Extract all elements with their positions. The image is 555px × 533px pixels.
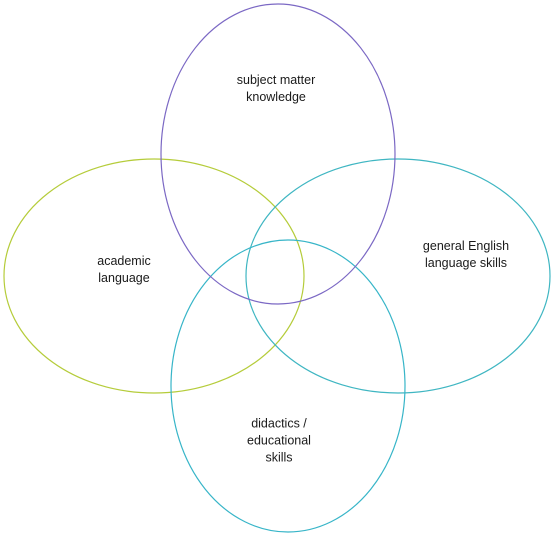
academic-language-label: academic language: [97, 253, 151, 287]
subject-matter-ellipse: [160, 3, 396, 305]
label-line: general English: [422, 239, 510, 253]
label-line: language: [98, 271, 150, 285]
label-line: didactics /: [251, 416, 307, 431]
label-line: skills: [265, 450, 293, 465]
label-line: academic: [97, 254, 151, 268]
label-line: educational: [247, 433, 311, 448]
didactics-label: didactics / educational skills: [247, 416, 311, 467]
english-skills-ellipse: [245, 158, 551, 394]
label-line: subject matter: [236, 73, 316, 87]
english-skills-label: general English language skills: [423, 238, 509, 272]
didactics-ellipse: [170, 239, 406, 533]
subject-matter-label: subject matter knowledge: [237, 72, 316, 106]
label-line: language skills: [424, 256, 507, 270]
label-line: knowledge: [246, 90, 306, 104]
academic-language-ellipse: [3, 158, 305, 394]
